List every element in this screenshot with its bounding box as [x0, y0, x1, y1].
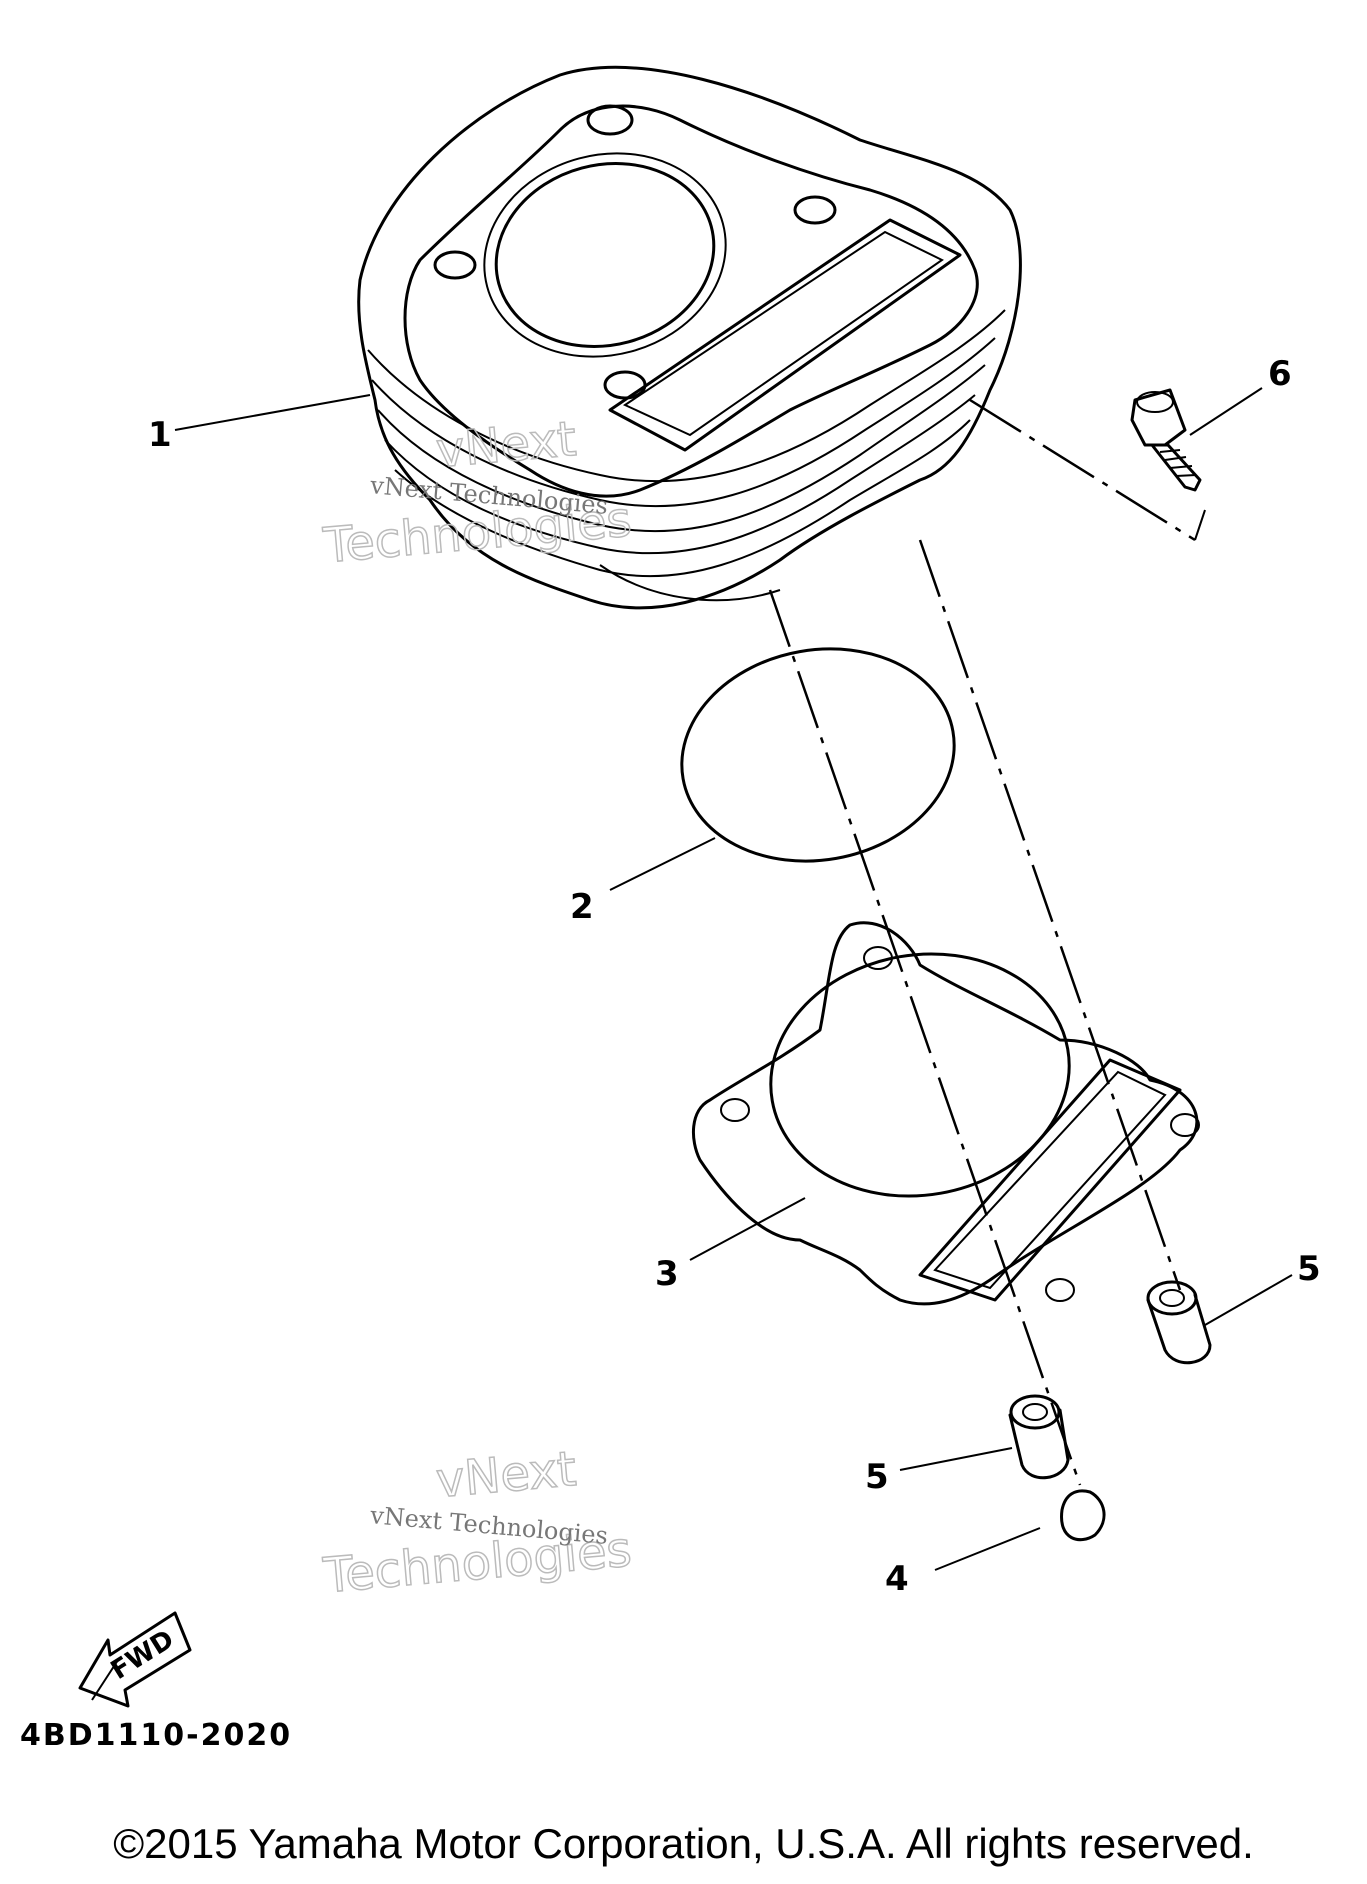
assembly-lines	[768, 398, 1206, 1486]
fwd-arrow-icon: FWD	[78, 1611, 192, 1708]
callout-5-lower: 5	[865, 1457, 889, 1497]
callout-2: 2	[570, 887, 594, 927]
callout-3: 3	[655, 1254, 679, 1294]
svg-text:vNext: vNext	[434, 1441, 579, 1509]
dowel-pin-right-drawing	[1146, 1280, 1212, 1365]
svg-text:vNext: vNext	[434, 411, 579, 479]
gasket-drawing	[691, 921, 1200, 1306]
o-ring-drawing	[680, 647, 956, 863]
callout-leaders	[174, 387, 1293, 1571]
plate-drawing	[1060, 1489, 1106, 1542]
watermark-bottom: vNext Technologies vNext Technologies	[320, 1440, 635, 1605]
bolt-drawing	[1130, 388, 1202, 492]
callout-5-right: 5	[1297, 1249, 1321, 1289]
cylinder-drawing	[357, 65, 1022, 610]
watermark-top: vNext Technologies vNext Technologies	[320, 410, 635, 575]
callout-6: 6	[1268, 354, 1292, 394]
copyright-notice: ©2015 Yamaha Motor Corporation, U.S.A. A…	[113, 1820, 1254, 1867]
diagram-code: 4BD1110-2020	[20, 1718, 293, 1753]
callout-1: 1	[148, 415, 172, 455]
dowel-pin-lower-drawing	[1008, 1394, 1070, 1480]
callout-4: 4	[885, 1559, 909, 1599]
